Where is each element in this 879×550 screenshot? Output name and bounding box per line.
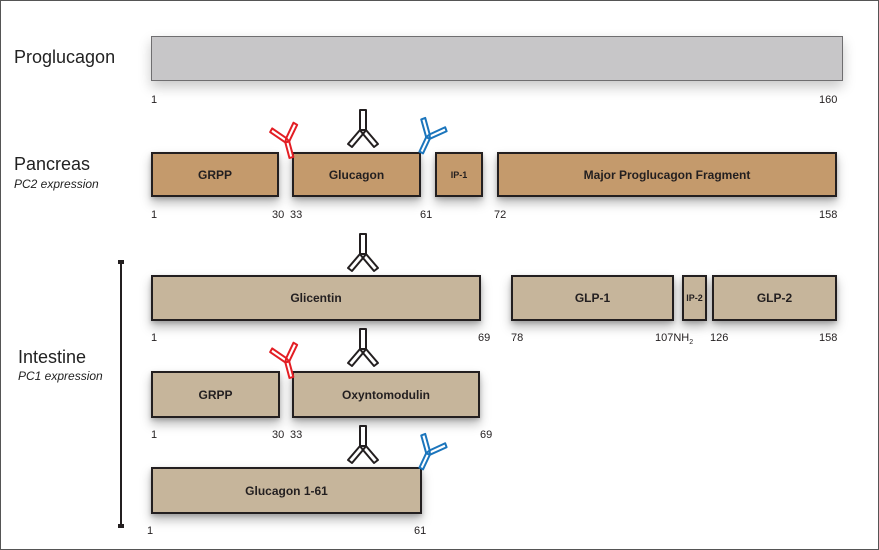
intestine-subtitle: PC1 expression — [18, 369, 103, 383]
pancreas-grpp-label: GRPP — [197, 167, 232, 182]
glp2-label: GLP-2 — [756, 291, 793, 305]
glucagon-1-61-number-1: 1 — [147, 525, 154, 537]
pancreas-ip1-segment: IP-1 — [435, 152, 483, 197]
antibody-red-icon — [269, 121, 299, 159]
oxyntomodulin-number-33: 33 — [290, 429, 303, 441]
pancreas-glucagon-label: Glucagon — [328, 167, 385, 182]
glicentin-segment: Glicentin — [151, 275, 481, 321]
glp1-number-107-text: 107NH — [655, 332, 690, 344]
pancreas-number-33: 33 — [290, 209, 303, 221]
glicentin-number-1: 1 — [151, 332, 158, 344]
antibody-black-icon — [347, 425, 379, 464]
pancreas-mpgf-segment: Major Proglucagon Fragment — [497, 152, 837, 197]
proglucagon-title: Proglucagon — [14, 47, 116, 67]
proglucagon-start-number: 1 — [151, 94, 158, 106]
oxyntomodulin-label: Oxyntomodulin — [342, 387, 430, 402]
pancreas-ip1-label: IP-1 — [450, 169, 468, 180]
pancreas-glucagon-segment: Glucagon — [292, 152, 421, 197]
pancreas-mpgf-label: Major Proglucagon Fragment — [583, 167, 751, 182]
pancreas-subtitle: PC2 expression — [14, 177, 99, 191]
intestine-bracket — [118, 260, 124, 528]
proglucagon-end-number: 160 — [819, 94, 838, 106]
pancreas-title: Pancreas — [14, 154, 91, 174]
pancreas-number-72: 72 — [494, 209, 507, 221]
intestine-grpp-number-30: 30 — [272, 429, 285, 441]
glicentin-number-69: 69 — [478, 332, 491, 344]
antibody-red-icon — [269, 341, 299, 379]
glucagon-1-61-number-61: 61 — [414, 525, 427, 537]
glp1-number-107-subscript: 2 — [689, 339, 694, 347]
glp1-segment: GLP-1 — [511, 275, 674, 321]
antibody-black-icon — [347, 233, 379, 272]
glucagon-1-61-segment: Glucagon 1-61 — [151, 467, 422, 514]
intestine-grpp-label: GRPP — [198, 387, 233, 402]
glp2-number-158: 158 — [819, 332, 838, 344]
pancreas-number-61: 61 — [420, 209, 433, 221]
pancreas-number-1: 1 — [151, 209, 158, 221]
ip2-label: IP-2 — [686, 293, 703, 303]
glp2-number-126: 126 — [710, 332, 729, 344]
intestine-grpp-number-1: 1 — [151, 429, 158, 441]
glp1-number-78: 78 — [511, 332, 524, 344]
antibody-blue-icon — [418, 432, 448, 471]
intestine-title: Intestine — [18, 347, 87, 367]
glicentin-label: Glicentin — [290, 291, 342, 305]
pancreas-grpp-segment: GRPP — [151, 152, 279, 197]
oxyntomodulin-number-69: 69 — [480, 429, 493, 441]
antibody-black-icon — [347, 328, 379, 367]
antibody-black-icon — [347, 109, 379, 148]
intestine-grpp-segment: GRPP — [151, 371, 280, 418]
oxyntomodulin-segment: Oxyntomodulin — [292, 371, 480, 418]
glp1-number-107: 107NH2 — [655, 332, 693, 346]
antibody-blue-icon — [418, 116, 448, 155]
glucagon-1-61-label: Glucagon 1-61 — [245, 483, 328, 498]
ip2-segment: IP-2 — [682, 275, 707, 321]
proglucagon-bar — [151, 36, 843, 81]
glp2-segment: GLP-2 — [712, 275, 837, 321]
glp1-label: GLP-1 — [574, 291, 611, 305]
pancreas-number-30: 30 — [272, 209, 285, 221]
pancreas-number-158: 158 — [819, 209, 838, 221]
